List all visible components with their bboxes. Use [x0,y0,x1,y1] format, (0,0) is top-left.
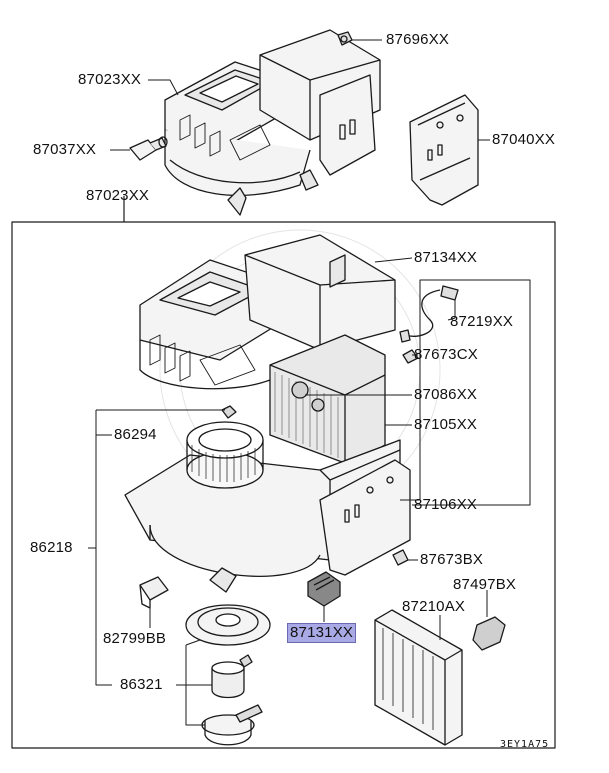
label-87023-top: 87023XX [78,71,142,88]
label-87696: 87696XX [386,31,450,48]
heater-unit-drawing [139,234,396,390]
hose-87037-drawing [129,136,168,161]
leader-lines [88,39,531,726]
resistor-drawing [307,571,341,607]
label-87023-box: 87023XX [86,187,150,204]
clip-87673cx-drawing [402,349,419,364]
label-87210ax: 87210AX [402,598,466,615]
label-87673bx: 87673BX [420,551,484,568]
label-87673cx: 87673CX [414,346,478,363]
label-86218: 86218 [30,539,73,556]
label-87037: 87037XX [33,141,97,158]
label-87105: 87105XX [414,416,478,433]
label-87497bx: 87497BX [453,576,517,593]
label-82799bb: 82799BB [103,630,167,647]
diagram-code: 3EY1A75 [500,739,550,750]
connector-82799-drawing [139,576,169,609]
label-87086: 87086XX [414,386,478,403]
blower-wheel-drawing [186,405,264,489]
clip-87696-drawing [337,31,353,46]
bracket-87106-drawing [319,459,411,576]
label-86321: 86321 [120,676,163,693]
label-87134: 87134XX [414,249,478,266]
air-filter-drawing [374,609,463,746]
label-87106: 87106XX [414,496,478,513]
label-87219: 87219XX [450,313,514,330]
evaporator-drawing [269,334,386,466]
clip-87673bx-drawing [392,549,409,566]
label-87131-highlighted[interactable]: 87131XX [286,623,357,643]
top-heater-unit-drawing [164,29,381,216]
part-87497-drawing [472,616,506,651]
assembly-frame [11,196,556,749]
label-86294: 86294 [114,426,157,443]
wire-harness-drawing [399,285,459,343]
label-87040: 87040XX [492,131,556,148]
blower-motor-drawing [185,604,271,746]
bracket-87040-drawing [409,94,479,206]
